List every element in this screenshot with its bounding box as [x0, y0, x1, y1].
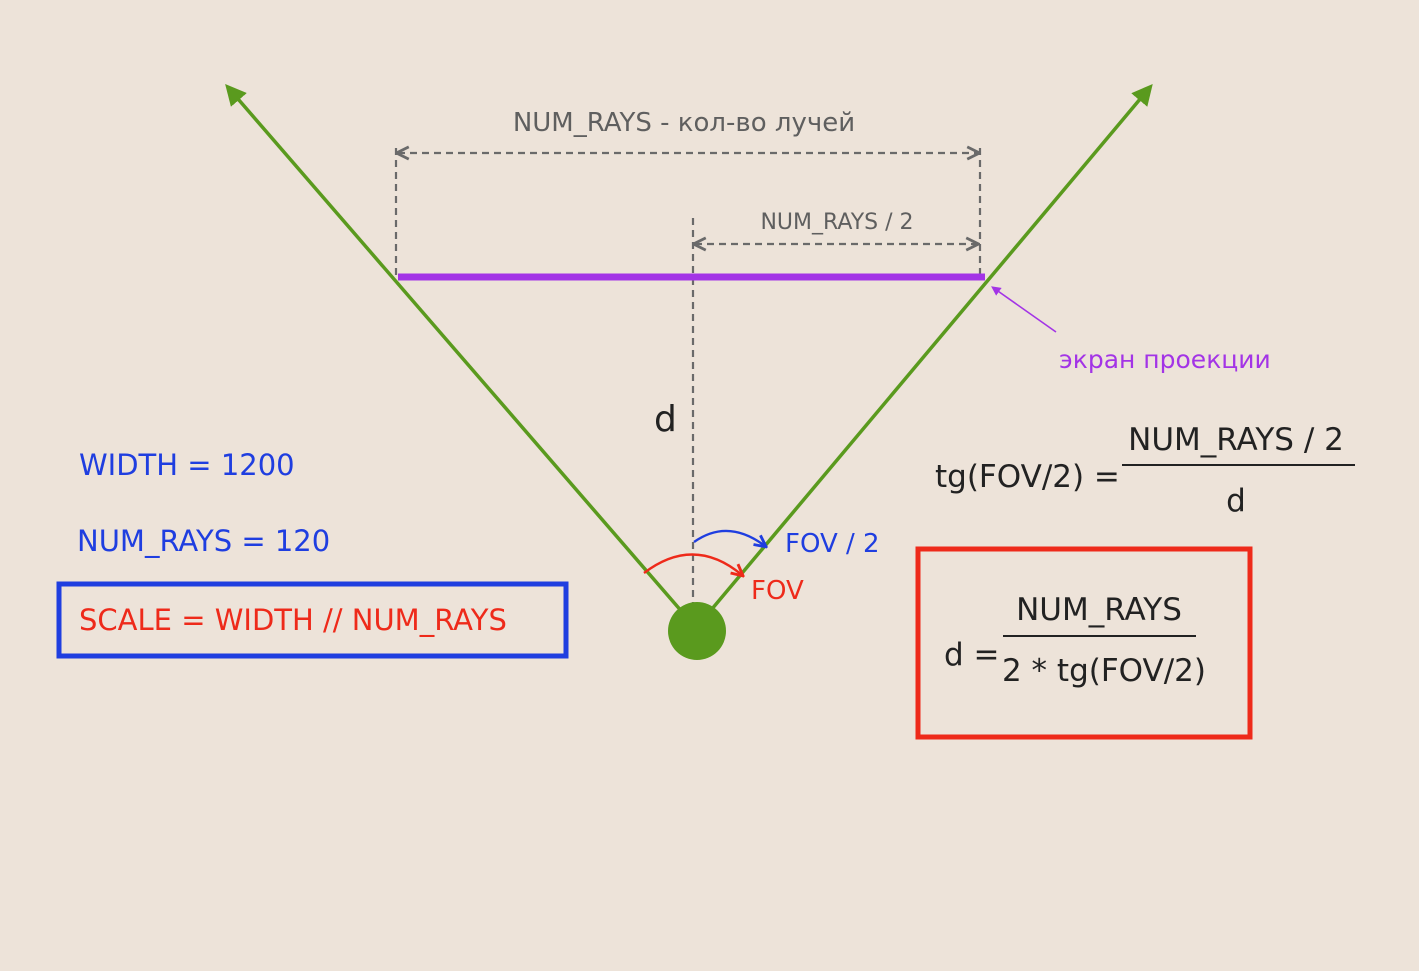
num-rays-total-label: NUM_RAYS - кол-во лучей — [513, 108, 855, 138]
fov-arc — [643, 553, 742, 575]
camera-point — [668, 602, 726, 660]
half-rays-dimension — [691, 218, 977, 628]
d-formula-lhs: d = — [944, 637, 1000, 673]
fov-half-arc — [693, 529, 765, 546]
num-rays-constant: NUM_RAYS = 120 — [77, 524, 330, 558]
left-ray — [225, 84, 698, 630]
width-constant: WIDTH = 1200 — [79, 448, 295, 482]
fov-label: FOV — [751, 576, 804, 606]
tan-formula-denominator: d — [1226, 483, 1246, 519]
scale-box — [56, 581, 569, 659]
scale-constant: SCALE = WIDTH // NUM_RAYS — [79, 603, 507, 637]
tan-formula-numerator: NUM_RAYS / 2 — [1128, 422, 1344, 458]
d-formula-box — [915, 546, 1253, 740]
fov-half-label: FOV / 2 — [785, 529, 880, 559]
right-ray — [694, 83, 1153, 630]
num-rays-half-label: NUM_RAYS / 2 — [760, 210, 913, 235]
d-formula-denominator: 2 * tg(FOV/2) — [1002, 653, 1206, 689]
d-formula-numerator: NUM_RAYS — [1016, 592, 1182, 628]
tan-formula-lhs: tg(FOV/2) = — [935, 459, 1120, 495]
screen-pointer-arrow — [991, 286, 1057, 333]
screen-label: экран проекции — [1059, 345, 1271, 374]
num-rays-dimension — [394, 148, 982, 278]
distance-label: d — [654, 399, 677, 440]
